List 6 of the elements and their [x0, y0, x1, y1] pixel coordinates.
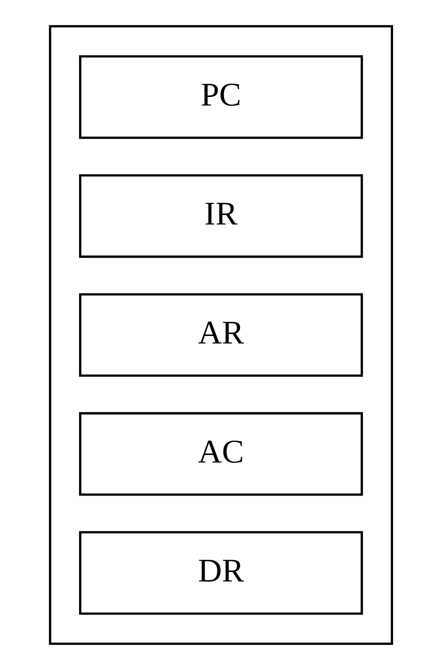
node-box: AC — [79, 412, 363, 496]
node-box: IR — [79, 174, 363, 258]
node-box: AR — [79, 293, 363, 377]
node-box: PC — [79, 55, 363, 139]
node-box: DR — [79, 531, 363, 615]
cluster — [48, 25, 394, 645]
